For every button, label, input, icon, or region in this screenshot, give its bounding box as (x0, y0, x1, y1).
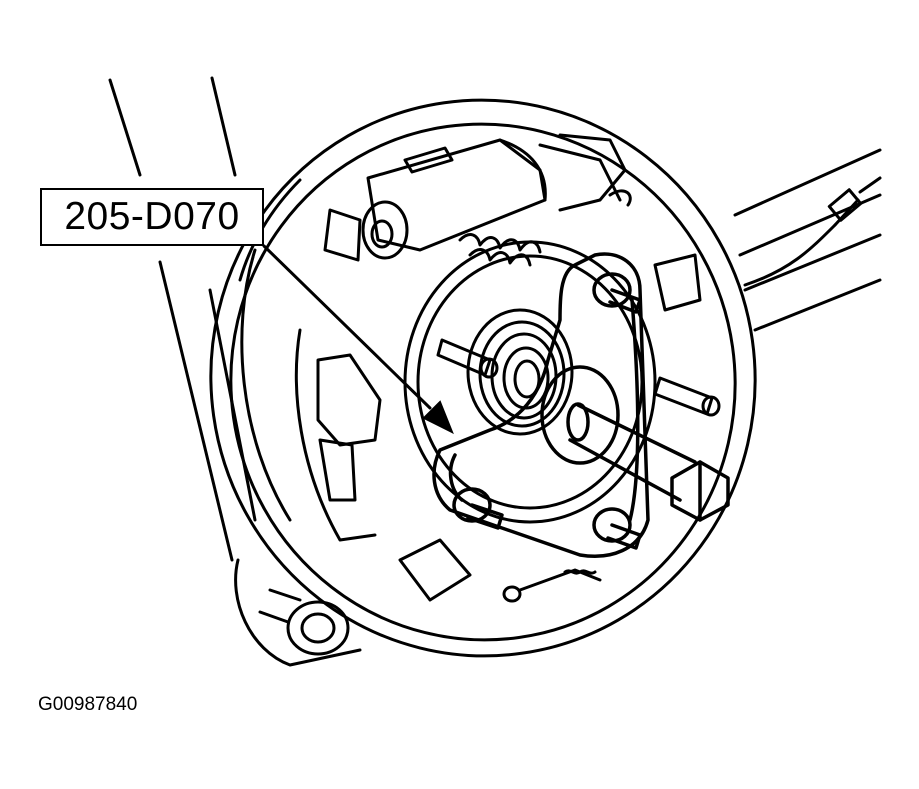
tool-callout-box: 205-D070 (40, 188, 264, 246)
puller-tool (432, 252, 730, 558)
wheel-cylinder (323, 138, 547, 262)
lower-mount (234, 558, 362, 667)
hub-flange (403, 240, 657, 524)
wheel-studs (436, 338, 721, 417)
brake-shoes (294, 253, 702, 603)
callout-leader (262, 244, 432, 410)
figure-id-label: G00987840 (38, 694, 138, 715)
callout-arrowhead (422, 400, 454, 435)
axle-arm (733, 148, 882, 332)
backing-plate (209, 98, 757, 658)
tool-callout-label: 205-D070 (64, 195, 240, 238)
